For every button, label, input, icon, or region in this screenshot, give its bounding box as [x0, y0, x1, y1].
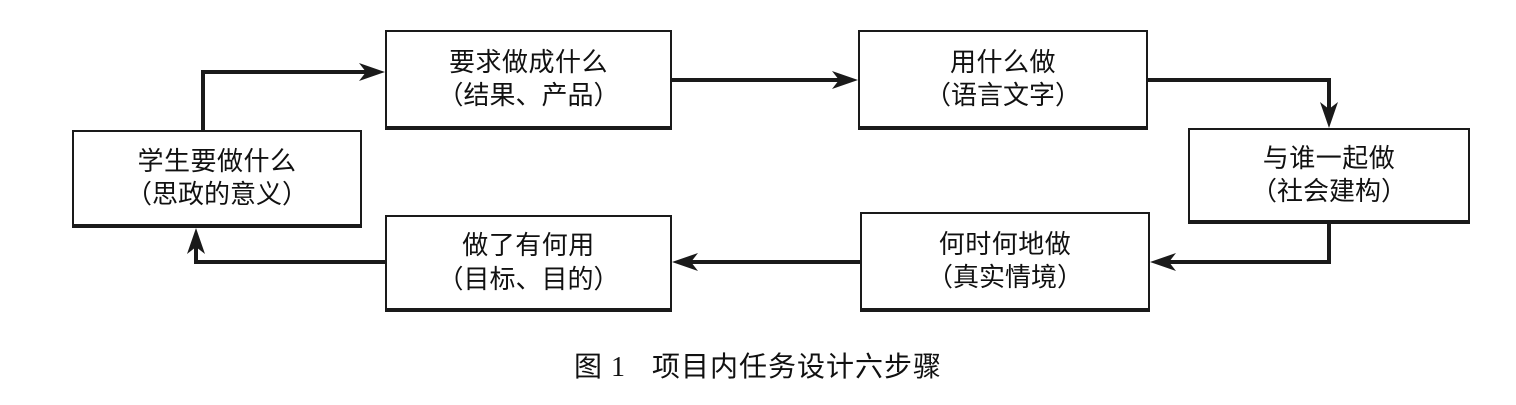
node-subtitle: （结果、产品）: [437, 81, 620, 110]
connector-line-with-what-to-with-whom: [1148, 78, 1331, 116]
node-with-what[interactable]: 用什么做 （语言文字）: [858, 30, 1148, 130]
node-title: 要求做成什么: [448, 47, 608, 77]
arrowhead-student-what-to-required-outcome: [359, 63, 385, 81]
node-subtitle: （思政的意义）: [125, 180, 308, 209]
node-title: 何时何地做: [938, 229, 1072, 259]
node-subtitle: （真实情境）: [926, 263, 1083, 292]
node-title: 与谁一起做: [1262, 143, 1396, 173]
caption-number: 图 1: [573, 352, 626, 383]
connector-line-student-what-to-required-outcome: [201, 70, 373, 130]
node-subtitle: （目标、目的）: [437, 264, 620, 294]
figure-caption: 图 1 项目内任务设计六步骤: [0, 345, 1516, 385]
node-title: 用什么做: [949, 47, 1056, 77]
arrowhead-required-outcome-to-with-what: [832, 71, 858, 89]
arrowhead-when-where-to-what-use: [672, 253, 698, 271]
node-when-where[interactable]: 何时何地做 （真实情境）: [860, 212, 1150, 312]
node-title: 学生要做什么: [137, 146, 297, 176]
node-title: 做了有何用: [462, 231, 595, 261]
arrowhead-with-whom-to-when-where: [1150, 253, 1176, 271]
connector-line-what-use-to-student-what: [194, 240, 385, 264]
arrowhead-what-use-to-student-what: [187, 228, 205, 254]
arrowhead-with-what-to-with-whom: [1320, 102, 1338, 128]
connector-line-with-whom-to-when-where: [1162, 224, 1331, 264]
node-subtitle: （社会建构）: [1250, 177, 1407, 206]
node-student-what[interactable]: 学生要做什么 （思政的意义）: [72, 130, 362, 228]
caption-title: 项目内任务设计六步骤: [652, 352, 943, 383]
node-with-whom[interactable]: 与谁一起做 （社会建构）: [1188, 128, 1470, 224]
node-required-outcome[interactable]: 要求做成什么 （结果、产品）: [385, 30, 672, 130]
node-what-use[interactable]: 做了有何用（目标、目的）: [385, 215, 672, 312]
connector-group: [187, 63, 1338, 271]
node-subtitle: （语言文字）: [924, 81, 1081, 110]
